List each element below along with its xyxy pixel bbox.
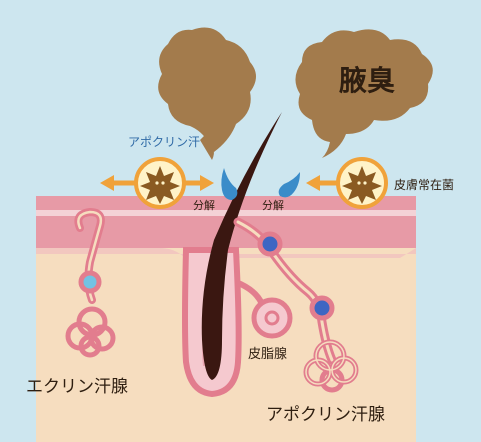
eccrine-duct-dot	[78, 270, 102, 294]
apocrine-gland	[233, 217, 359, 393]
apocrine-body-dot	[309, 295, 335, 321]
eccrine-gland	[65, 207, 116, 358]
sweat-drop-icon	[221, 168, 238, 200]
smoke-cloud-icon	[158, 27, 256, 160]
sebaceous-gland-label: 皮脂腺	[248, 347, 287, 362]
epidermis-edge	[36, 248, 416, 258]
bacteria-icon	[140, 166, 180, 204]
odor-cloud-icon	[295, 29, 433, 159]
skin-bacteria-label: 皮膚常在菌	[394, 177, 454, 192]
apocrine-gland-label: アポクリン汗腺	[266, 405, 385, 425]
arrow-icon	[100, 175, 114, 191]
apocrine-duct-dot	[257, 231, 283, 257]
decompose-right-label: 分解	[262, 198, 284, 212]
bacteria-left	[100, 157, 214, 209]
eccrine-coil	[65, 306, 116, 358]
apocrine-sweat-label: アポクリン汗	[128, 135, 200, 149]
arrow-icon	[306, 175, 320, 191]
sweat-drop-icon	[278, 172, 300, 198]
arrow-icon	[200, 175, 214, 191]
skin-stripe	[36, 210, 416, 216]
sebaceous-gland	[234, 279, 293, 339]
eccrine-gland-label: エクリン汗腺	[26, 377, 128, 397]
odor-label: 腋臭	[339, 64, 395, 97]
bacteria-icon	[342, 166, 382, 204]
hair-icon	[201, 112, 282, 380]
bacteria-right	[306, 157, 388, 209]
decompose-left-label: 分解	[193, 198, 215, 212]
skin-surface-layer	[36, 196, 416, 210]
